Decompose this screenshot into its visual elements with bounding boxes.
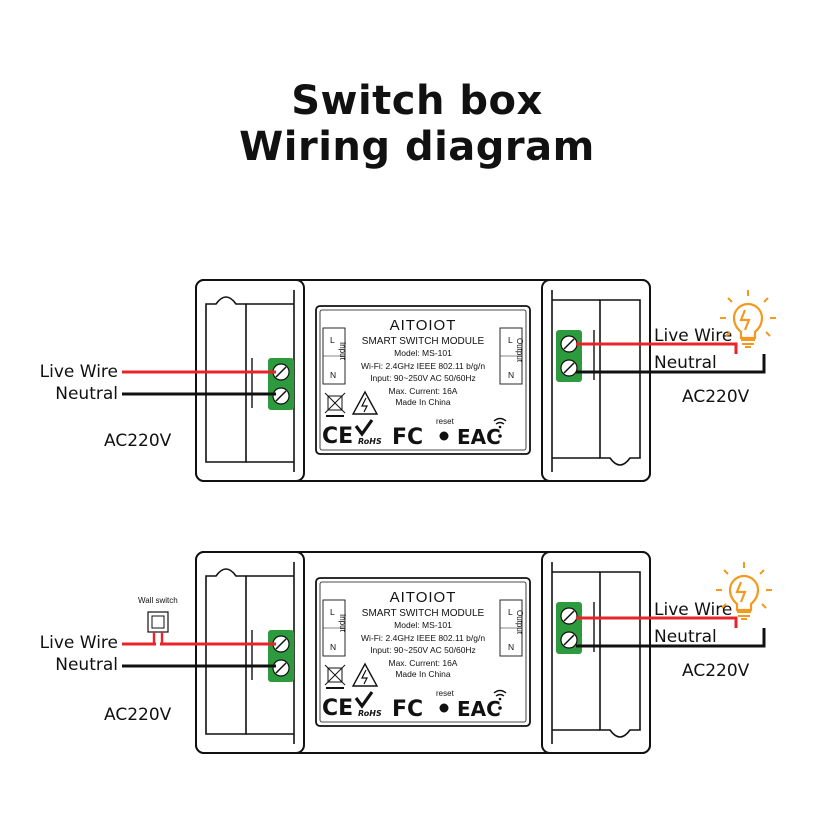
neutral-label-out: Neutral — [654, 353, 717, 373]
origin-label: Made In China — [395, 669, 451, 679]
wifi-icon — [493, 689, 507, 710]
fc-mark: FC — [392, 697, 423, 722]
input-L: L — [330, 335, 335, 345]
wall-switch-icon[interactable] — [147, 611, 169, 644]
weee-bin-icon — [324, 664, 346, 689]
neutral-label: Neutral — [55, 384, 118, 404]
output-L: L — [508, 607, 513, 617]
input-L: L — [330, 607, 335, 617]
input-N: N — [330, 370, 336, 380]
switch-module-2: AITOIOT SMART SWITCH MODULE Model: MS-10… — [195, 551, 651, 754]
module-name: SMART SWITCH MODULE — [362, 608, 485, 619]
neutral-wire-out-2 — [576, 628, 766, 648]
rohs-mark: RoHS — [358, 437, 382, 446]
live-wire-label: Live Wire — [40, 633, 118, 653]
eac-mark: EAC — [457, 697, 501, 721]
diagram-title-line1: Switch box — [291, 78, 543, 124]
ac-label: AC220V — [104, 705, 172, 725]
wifi-icon — [493, 417, 507, 438]
weee-bin-icon — [324, 392, 346, 417]
module-name: SMART SWITCH MODULE — [362, 336, 485, 347]
wifi-spec: Wi-Fi: 2.4GHz IEEE 802.11 b/g/n — [361, 633, 485, 643]
wifi-spec: Wi-Fi: 2.4GHz IEEE 802.11 b/g/n — [361, 361, 485, 371]
input-terminal-1 — [267, 357, 295, 411]
diagram-1: AITOIOT SMART SWITCH MODULE Model: MS-10… — [40, 279, 778, 482]
current-spec: Max. Current: 16A — [389, 386, 458, 396]
brand-label: AITOIOT — [390, 317, 457, 334]
output-N: N — [508, 370, 514, 380]
neutral-label-out: Neutral — [654, 627, 717, 647]
origin-label: Made In China — [395, 397, 451, 407]
check-icon — [354, 691, 374, 709]
output-L: L — [508, 335, 513, 345]
reset-button[interactable] — [439, 431, 449, 441]
live-wire-label-out: Live Wire — [654, 326, 732, 346]
input-spec: Input: 90~250V AC 50/60Hz — [370, 645, 476, 655]
reset-button[interactable] — [439, 703, 449, 713]
input-N: N — [330, 642, 336, 652]
neutral-wire-out-1 — [576, 354, 766, 374]
live-wire-label-out: Live Wire — [654, 600, 732, 620]
check-icon — [354, 419, 374, 437]
high-voltage-icon — [351, 662, 379, 687]
reset-label: reset — [436, 417, 455, 426]
diagram-2: AITOIOT SMART SWITCH MODULE Model: MS-10… — [40, 551, 774, 754]
model-label: Model: MS-101 — [394, 348, 452, 358]
output-tag: Output — [515, 610, 524, 635]
ac-label-out: AC220V — [682, 387, 750, 407]
input-tag: Input — [338, 614, 347, 633]
output-tag: Output — [515, 338, 524, 363]
ce-mark: CE — [322, 696, 353, 721]
input-terminal-2 — [267, 629, 295, 683]
diagram-title-line2: Wiring diagram — [239, 124, 595, 170]
output-terminal-1 — [555, 329, 583, 383]
reset-label: reset — [436, 689, 455, 698]
ac-label-out: AC220V — [682, 661, 750, 681]
ce-mark: CE — [322, 424, 353, 449]
ac-label: AC220V — [104, 431, 172, 451]
input-spec: Input: 90~250V AC 50/60Hz — [370, 373, 476, 383]
fc-mark: FC — [392, 425, 423, 450]
current-spec: Max. Current: 16A — [389, 658, 458, 668]
live-wire-label: Live Wire — [40, 362, 118, 382]
model-label: Model: MS-101 — [394, 620, 452, 630]
neutral-label: Neutral — [55, 655, 118, 675]
switch-module-1: AITOIOT SMART SWITCH MODULE Model: MS-10… — [195, 279, 651, 482]
rohs-mark: RoHS — [358, 709, 382, 718]
wall-switch-label: Wall switch — [138, 596, 178, 605]
live-wire-out-2 — [576, 616, 738, 628]
eac-mark: EAC — [457, 425, 501, 449]
output-N: N — [508, 642, 514, 652]
brand-label: AITOIOT — [390, 589, 457, 606]
input-tag: Input — [338, 342, 347, 361]
high-voltage-icon — [351, 390, 379, 415]
live-wire-out-1 — [576, 342, 738, 354]
